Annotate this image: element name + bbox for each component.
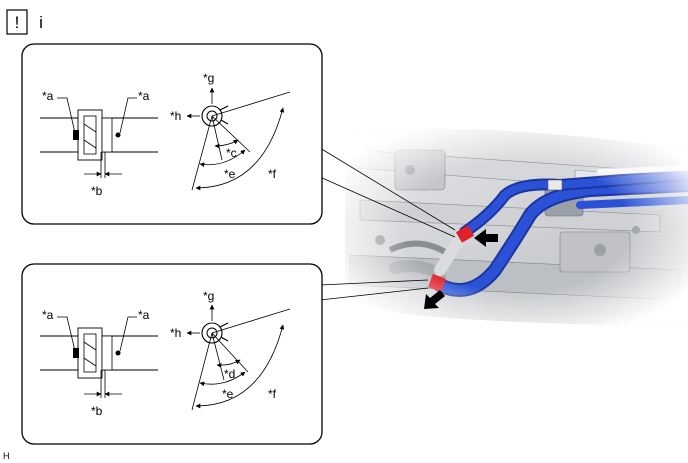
pipe-connection-side-view: *a *a *b [40,89,158,198]
callout-g: *g [203,289,214,303]
leader-line-lower [319,287,429,301]
caution-icon: ! [6,9,28,35]
info-symbol: i [39,13,43,32]
leader-line-lower [319,279,429,286]
callout-b: *b [91,184,103,198]
callout-b: *b [91,404,103,418]
callout-c: *c [226,146,237,160]
clamp-angle-view: *g *h *d *e *f [170,289,291,411]
arrow-pointer-icon [474,229,498,247]
callout-g: *g [203,71,214,85]
callout-e: *e [224,167,236,181]
callout-h: *h [170,109,181,123]
pipe-connection-side-view: *a *a *b [40,308,158,418]
callout-a: *a [138,89,150,103]
upper-detail-panel: *a *a *b *g *h *c *e *f [21,43,323,225]
callout-h: *h [170,326,181,340]
callout-a: *a [42,308,54,322]
figure-id: H [3,451,10,461]
caution-symbol: ! [15,13,20,32]
leader-line-upper [319,176,456,238]
vehicle-underbody-illustration [345,129,688,325]
callout-a: *a [42,89,54,103]
clamp-angle-view: *g *h *c *e *f [170,71,291,191]
leader-line-upper [319,147,456,231]
callout-f: *f [268,387,277,401]
lower-detail-panel: *a *a *b *g *h *d *e *f [21,263,323,445]
callout-a: *a [138,308,150,322]
info-icon: i [39,13,43,32]
callout-f: *f [268,167,277,181]
callout-d: *d [224,367,235,381]
callout-e: *e [222,387,234,401]
arrow-pointer-icon [424,290,445,309]
